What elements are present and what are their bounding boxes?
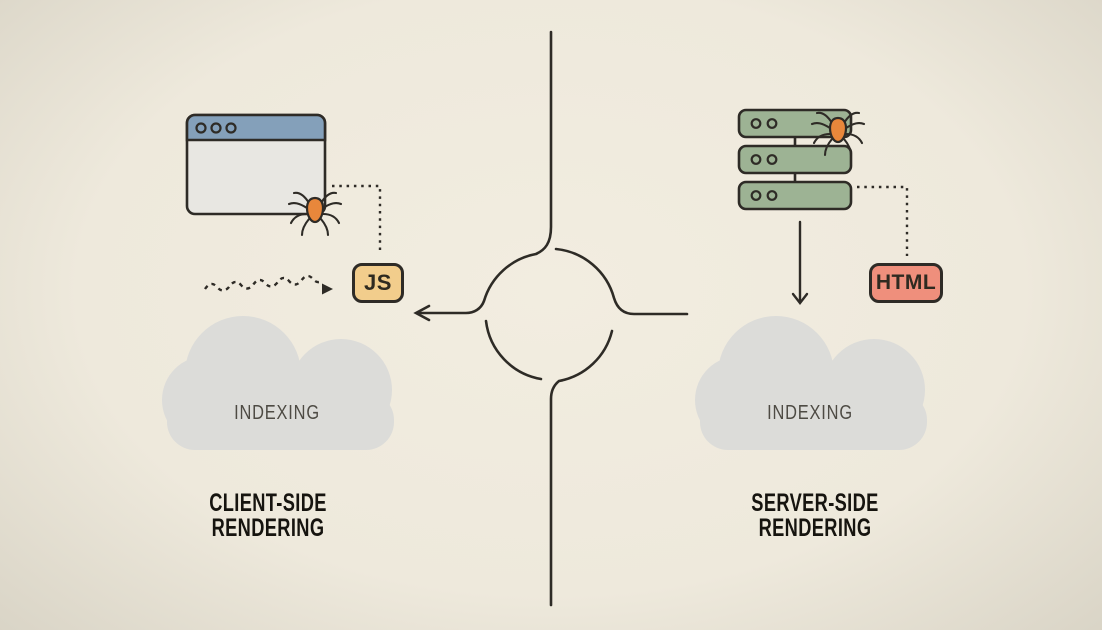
roundabout-junction xyxy=(413,30,689,607)
junction-bottom-road xyxy=(549,329,614,607)
junction-top-to-left-road xyxy=(415,30,553,315)
title-line-1: CLIENT-SIDE xyxy=(209,489,327,517)
indexing-label-client: INDEXING xyxy=(234,402,320,424)
junction-right-road xyxy=(554,247,689,316)
junction-bottom-left-arc xyxy=(484,319,543,381)
html-badge: HTML xyxy=(869,263,943,303)
client-side-rendering-title: CLIENT-SIDE RENDERING xyxy=(173,491,363,540)
browser-window-icon xyxy=(185,113,327,216)
title-line-2: RENDERING xyxy=(758,513,872,542)
squiggly-arrow-icon xyxy=(204,274,333,295)
indexing-label-server: INDEXING xyxy=(767,402,853,424)
title-line-2: RENDERING xyxy=(211,513,325,542)
window-buttons-icon xyxy=(195,122,237,134)
indexing-cloud-left xyxy=(162,316,394,450)
indexing-cloud-right xyxy=(695,316,927,450)
left-road-arrowhead-icon xyxy=(413,304,431,322)
title-line-1: SERVER-SIDE xyxy=(751,489,879,517)
server-to-html-dotted-connector xyxy=(857,185,909,256)
server-stack-icon xyxy=(737,108,853,211)
server-leds-icon xyxy=(750,118,778,201)
browser-to-js-dotted-connector xyxy=(332,184,382,252)
server-to-cloud-arrow xyxy=(791,220,809,305)
server-side-rendering-title: SERVER-SIDE RENDERING xyxy=(720,491,910,540)
js-badge: JS xyxy=(352,263,404,303)
